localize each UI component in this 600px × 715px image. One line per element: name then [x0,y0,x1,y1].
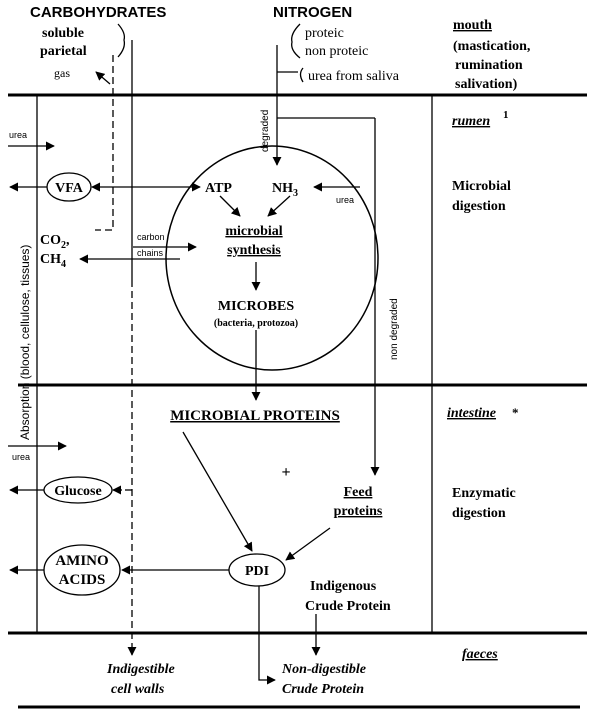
stage-mouth-desc-1: (mastication, [453,39,530,54]
glucose-label: Glucose [54,484,101,499]
atp-label: ATP [205,181,232,196]
proteins-to-pdi-arrow [182,431,253,552]
stage-mouth-label: mouth [453,18,492,33]
co2-subscript: 2 [61,240,66,251]
plus-sign: + [281,464,290,481]
carb-brace [117,23,126,58]
rumen-microbe-circle [165,145,379,371]
gas-label: gas [54,66,70,80]
indigestible-1: Indigestible [106,662,175,677]
indigestible-2: cell walls [111,682,165,697]
absorption-label: Absorption (blood, cellulose, tissues) [18,245,32,440]
nh3-subscript: 3 [293,188,298,199]
nh3-to-synthesis-arrow [267,195,291,217]
feed-to-pdi-arrow [285,527,331,561]
enzymatic-digestion-2: digestion [452,506,506,521]
urea-saliva-brace [299,67,304,83]
intestine-urea-in-label: urea [12,452,30,462]
atp-to-synthesis-arrow [219,195,241,217]
stage-mouth-desc-2: rumination [455,58,523,73]
nh3-label: NH3 [272,181,298,199]
microbial-digestion-1: Microbial [452,179,511,194]
feed-proteins-1: Feed [344,485,373,500]
feed-proteins-2: proteins [334,504,383,519]
stage-rumen-label: rumen [452,114,490,129]
n-non-proteic-label: non proteic [305,44,368,59]
soluble-carb-dashed-path [95,55,114,231]
nitrogen-label: NITROGEN [273,4,352,21]
stage-intestine-label: intestine [447,406,496,421]
carb-soluble-label: soluble [42,26,84,41]
co2-label: CO2, [40,233,70,251]
rumen-urea-in-label: urea [9,130,27,140]
nitrogen-brace [291,23,301,59]
microbes-label: MICROBES [218,299,294,314]
n-proteic-label: proteic [305,26,344,41]
vfa-label: VFA [55,181,84,196]
n-urea-saliva-label: urea from saliva [308,69,400,84]
stage-mouth-desc-3: salivation) [455,77,518,92]
rumen-urea-right-label: urea [336,195,354,205]
microbial-synthesis-1: microbial [225,224,282,239]
nondigestible-1: Non-digestible [281,662,366,677]
amino-acids-2: ACIDS [59,572,106,588]
nondigestible-2: Crude Protein [282,682,364,697]
carbon-chains-1: carbon [137,232,165,242]
stage-faeces-label: faeces [462,647,498,662]
stage-intestine-mark: * [512,405,519,420]
non-degraded-label: non degraded [389,298,400,360]
carbon-chains-2: chains [137,248,164,258]
indigenous-1: Indigenous [310,579,377,594]
carb-parietal-label: parietal [40,44,87,59]
microbes-desc: (bacteria, protozoa) [214,318,298,329]
ch4-subscript: 4 [61,259,66,270]
stage-rumen-mark: 1 [503,109,509,121]
indigenous-2: Crude Protein [305,599,391,614]
gas-arrow [95,71,111,85]
microbial-digestion-2: digestion [452,199,506,214]
ch4-label: CH4 [40,252,66,270]
microbial-synthesis-2: synthesis [227,243,281,258]
amino-acids-1: AMINO [55,553,108,569]
degraded-label: degraded [260,110,271,152]
carbohydrates-label: CARBOHYDRATES [30,4,166,21]
pdi-to-nondigestible-arrow [258,586,276,685]
pdi-label: PDI [245,564,269,579]
microbial-proteins-label: MICROBIAL PROTEINS [170,408,340,424]
enzymatic-digestion-1: Enzymatic [452,486,516,501]
